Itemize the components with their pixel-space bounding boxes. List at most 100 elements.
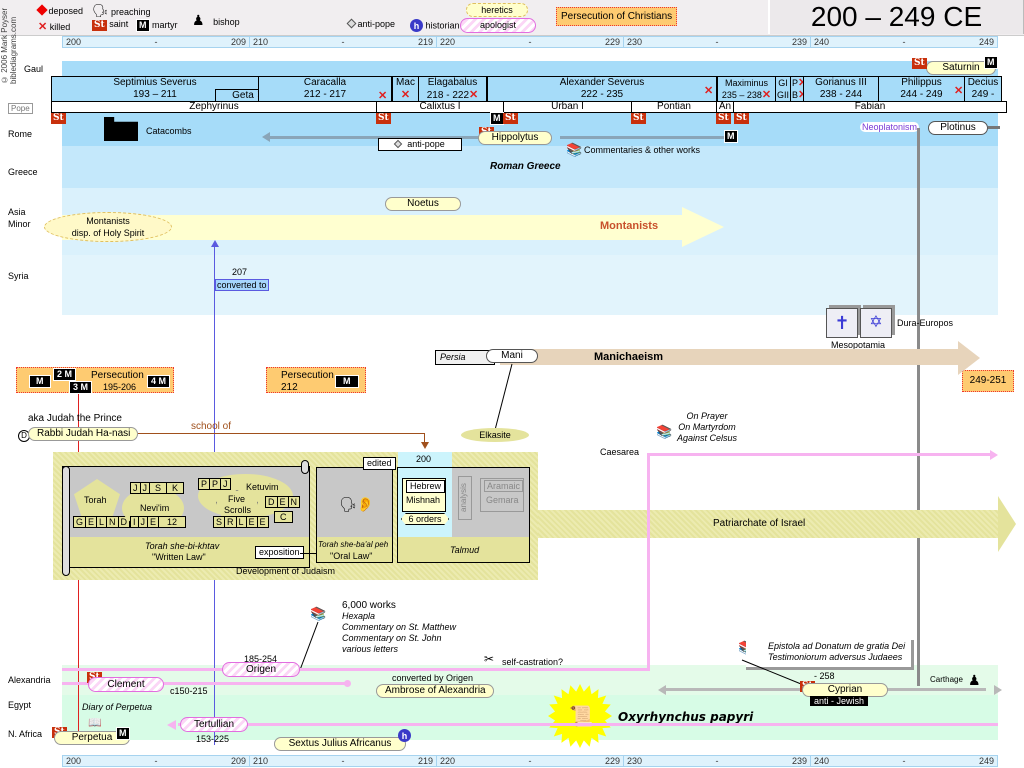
elkasite[interactable]: Elkasite: [461, 428, 529, 442]
montanists-arrow-label: Montanists: [600, 220, 659, 232]
martyr-icon: M: [116, 727, 130, 740]
legend-preaching: 🗣 preaching: [92, 3, 151, 18]
talmud-label: Talmud: [450, 545, 480, 555]
legend-anti-pope: anti-pope: [346, 18, 395, 29]
development-label: Development of Judaism: [236, 566, 336, 576]
pope-urban-i[interactable]: Urban I: [503, 101, 632, 113]
five-scrolls-1: Five: [228, 494, 246, 504]
decade-220: 220-229: [437, 756, 624, 766]
pope-anterus[interactable]: An: [716, 101, 734, 113]
origen[interactable]: Origen: [222, 662, 300, 677]
written-law-2: "Written Law": [152, 552, 206, 562]
saint-icon: St: [503, 113, 518, 124]
mani[interactable]: Mani: [486, 349, 538, 363]
emperor-pupienus-balbinus[interactable]: P✕B✕: [790, 76, 807, 102]
church-cross-icon: ✝: [826, 308, 858, 338]
school-of-line-down: [424, 433, 425, 443]
emperor-macrinus[interactable]: Mac✕: [392, 76, 419, 102]
anti-jewish-label: anti - Jewish: [810, 696, 869, 706]
hippolytus[interactable]: Hippolytus: [478, 131, 552, 145]
plotinus-arrow: [988, 126, 1000, 129]
saint-icon: St: [631, 113, 646, 124]
cyprian[interactable]: Cyprian: [802, 683, 888, 697]
tertullian[interactable]: Tertullian: [180, 717, 248, 732]
sextus-julius-africanus[interactable]: Sextus Julius Africanus: [274, 737, 406, 751]
decade-240: 240-249: [814, 37, 994, 47]
decade-240: 240-249: [814, 756, 994, 766]
pope-fabian[interactable]: Fabian: [733, 101, 1007, 113]
time-axis-bottom: 200-209 210-219 220-229 230-239 240-249: [62, 755, 998, 767]
diary-of-perpetua: Diary of Perpetua: [82, 702, 153, 712]
book-icon: 📖: [88, 717, 102, 729]
year-200-highlight: [398, 452, 452, 470]
perpetua[interactable]: Perpetua: [54, 731, 130, 745]
scroll-rod-left: [62, 466, 70, 576]
legend-heretics: heretics: [466, 3, 528, 17]
torah-label: Torah: [84, 495, 107, 505]
pope-zephyrinus[interactable]: Zephyrinus: [51, 101, 377, 113]
anti-pope-icon: [346, 18, 357, 29]
arrow-left-icon: [167, 720, 176, 730]
historian-icon: h: [398, 729, 411, 742]
region-carthage: Carthage: [930, 675, 963, 684]
legend-saint: St saint: [92, 19, 129, 31]
legend-deposed: deposed: [36, 4, 83, 16]
martyr-icon: M: [490, 112, 504, 125]
patriarchate-label: Patriarchate of Israel: [713, 518, 806, 529]
preaching-icon: 🗣: [92, 3, 109, 18]
pope-calixtus-i[interactable]: Calixtus I: [376, 101, 504, 113]
legend-killed: ✕ killed: [38, 21, 71, 33]
ketuvim-c-book: C: [274, 511, 293, 523]
killed-icon: ✕: [400, 89, 411, 101]
plotinus[interactable]: Plotinus: [928, 121, 988, 135]
anti-pope-label: anti-pope: [378, 138, 462, 151]
converted-to-label: converted to: [215, 279, 269, 291]
exposition-label: exposition: [255, 546, 304, 559]
hippolytus-line: [266, 136, 496, 139]
persecution-212: Persecution 212 M: [266, 367, 366, 393]
ambrose-of-alexandria[interactable]: Ambrose of Alexandria: [376, 684, 494, 698]
manichaeism-arrow-head: [958, 341, 980, 375]
gemara-scroll[interactable]: [480, 478, 524, 512]
year-200-label: 200: [416, 454, 432, 464]
copyright: © 2006 Mark Poyser biblediagrams.com: [0, 7, 18, 84]
rabbi-judah-ha-nasi[interactable]: Rabbi Judah Ha-nasi: [28, 427, 138, 441]
synagogue-star-icon: ✡: [860, 308, 892, 338]
arrow-right-icon: [994, 685, 1002, 695]
arrow-left-icon: [262, 132, 270, 142]
preaching-ear-icon: 🗣👂: [339, 496, 375, 512]
mani-connector: [494, 363, 513, 431]
clement[interactable]: Clement: [88, 677, 164, 692]
arrow-down-icon: [421, 442, 429, 449]
decade-210: 210-219: [250, 37, 437, 47]
pope-pontian[interactable]: Pontian: [631, 101, 717, 113]
noetus[interactable]: Noetus: [385, 197, 461, 211]
clement-line: [62, 682, 348, 685]
region-egypt: Egypt: [8, 700, 32, 710]
legend-martyr: M martyr: [136, 19, 178, 32]
tertullian-line: [178, 723, 998, 726]
syria-year: 207: [232, 267, 248, 277]
killed-icon: ✕: [954, 85, 964, 97]
self-castration-label: self-castration?: [502, 657, 564, 667]
time-axis-top: 200-209 210-219 220-229 230-239 240-249: [62, 36, 998, 48]
region-n-africa: N. Africa: [8, 729, 43, 739]
tertullian-years: 153-225: [196, 734, 230, 744]
patriarchate-arrow-body: [538, 510, 998, 538]
caesarea-line: [650, 453, 992, 456]
